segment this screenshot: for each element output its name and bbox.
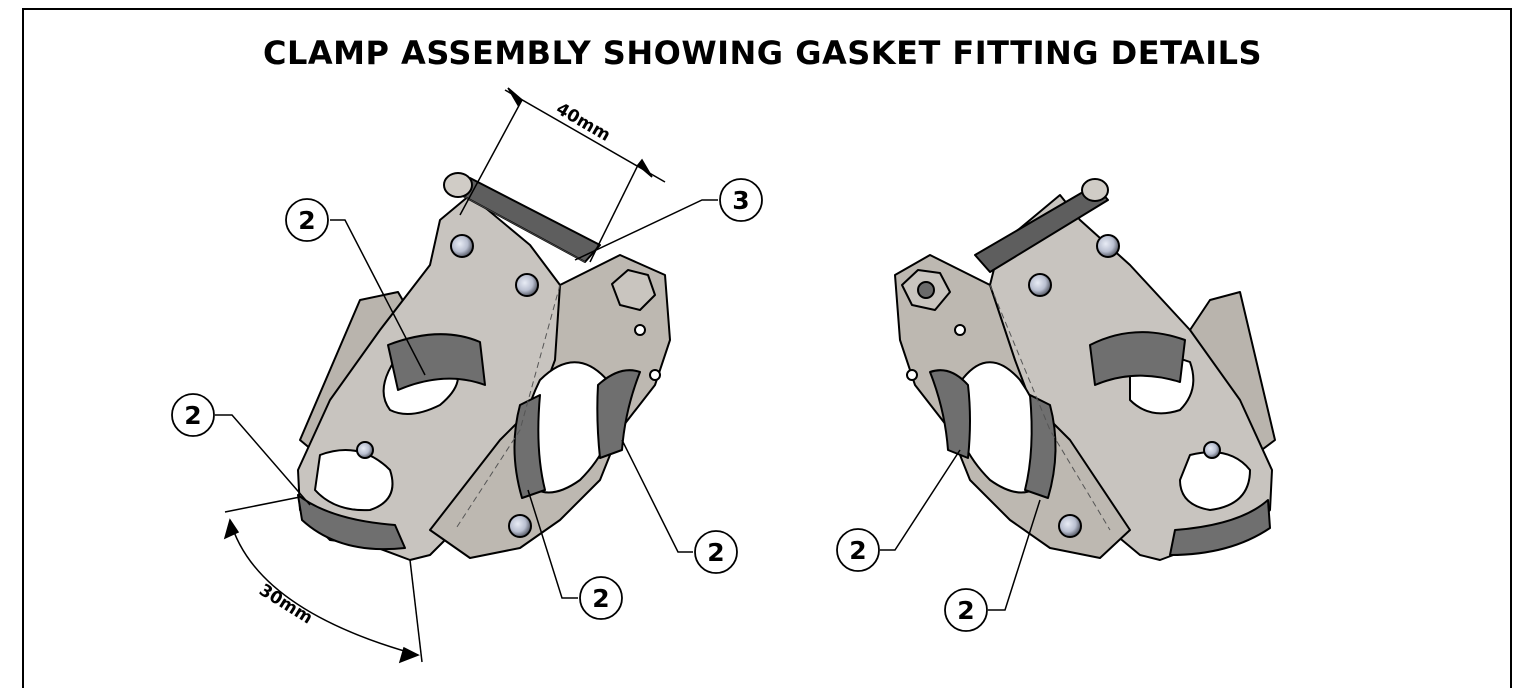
right-clamp-hinge-knob: [1081, 178, 1109, 202]
right-clamp-bolt-2: [1028, 273, 1052, 297]
balloon-2: 2: [171, 393, 215, 437]
balloon-7-label: 2: [957, 596, 974, 625]
right-clamp-bolt-1: [1096, 234, 1120, 258]
left-clamp-bolt-1: [450, 234, 474, 258]
right-clamp-gasket-lower: [1169, 499, 1271, 556]
drawing-title: CLAMP ASSEMBLY SHOWING GASKET FITTING DE…: [262, 34, 1263, 72]
balloon-4-label: 2: [707, 538, 724, 567]
left-clamp-bolt-2: [515, 273, 539, 297]
leader-lines: [215, 199, 1041, 611]
right-clamp-nut-hole: [917, 281, 935, 299]
left-clamp-bolt-3: [508, 514, 532, 538]
drawing-frame: [22, 8, 1512, 688]
right-clamp-small-hole: [954, 324, 966, 336]
left-clamp-small-hole: [634, 324, 646, 336]
right-clamp-pin: [1203, 441, 1221, 459]
left-clamp: [297, 172, 671, 561]
balloon-3-label: 3: [732, 186, 749, 215]
balloon-4: 2: [694, 530, 738, 574]
dimension-40mm: [459, 87, 666, 263]
balloon-3: 3: [719, 178, 763, 222]
right-clamp-gasket-left: [929, 369, 971, 459]
right-clamp-bolt-3: [1058, 514, 1082, 538]
balloon-5: 2: [579, 576, 623, 620]
right-clamp-gasket-mid: [1024, 394, 1057, 499]
left-clamp-gasket-lower: [297, 494, 406, 551]
dimension-30mm-label: 30mm: [255, 580, 316, 628]
balloon-5-label: 2: [592, 584, 609, 613]
balloon-6: 2: [836, 528, 880, 572]
right-clamp-gasket-upper: [1089, 331, 1186, 386]
left-clamp-hinge-knob: [443, 172, 473, 198]
left-clamp-nut: [611, 269, 656, 311]
left-clamp-small-hole-2: [649, 369, 661, 381]
right-clamp-hinge-bar: [974, 184, 1109, 273]
right-clamp-lower-opening: [1179, 451, 1251, 511]
left-clamp-pin: [356, 441, 374, 459]
balloon-2-label: 2: [184, 401, 201, 430]
balloon-6-label: 2: [849, 536, 866, 565]
left-clamp-gasket-right: [596, 369, 641, 459]
left-clamp-gasket-upper: [387, 333, 486, 391]
balloon-1: 2: [285, 198, 329, 242]
right-clamp: [894, 178, 1276, 561]
balloon-7: 2: [944, 588, 988, 632]
dimension-30mm: [223, 496, 423, 664]
right-clamp-small-hole-2: [906, 369, 918, 381]
balloon-1-label: 2: [298, 206, 315, 235]
